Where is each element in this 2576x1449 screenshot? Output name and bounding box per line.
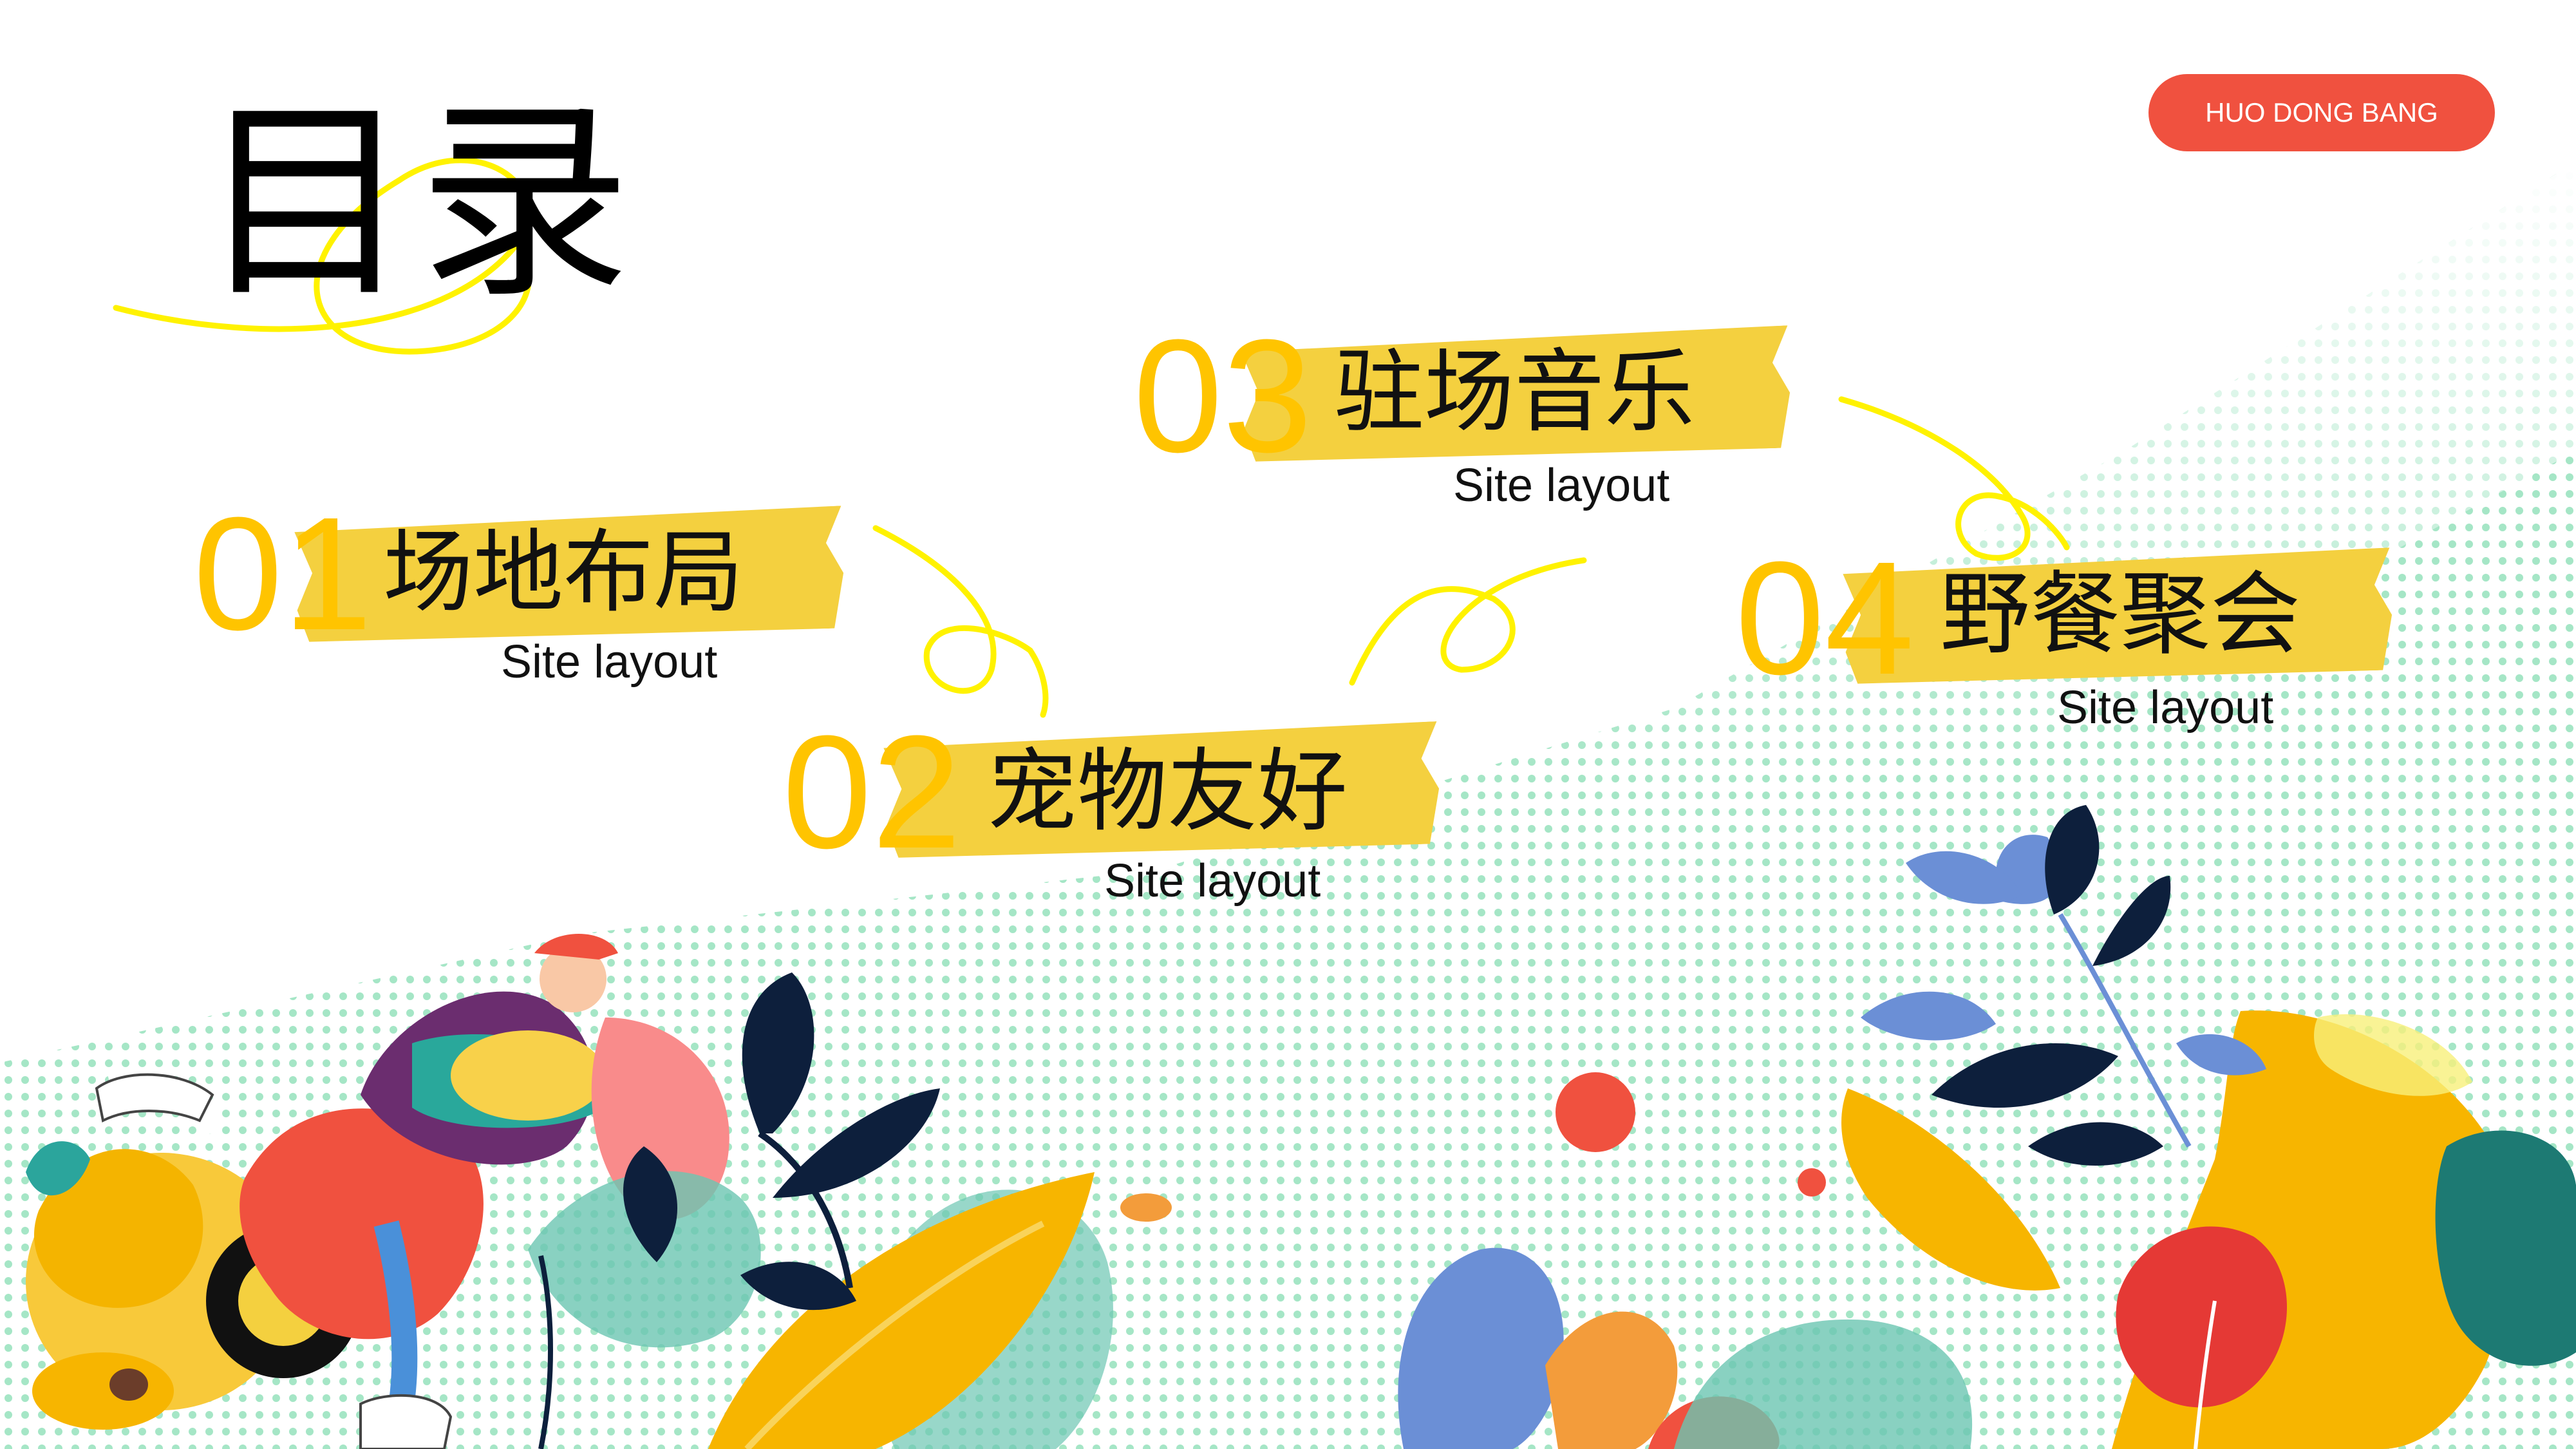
item-subtitle: Site layout xyxy=(1453,460,1670,511)
item-label: 野餐聚会 xyxy=(1940,562,2301,667)
left-illustration xyxy=(26,934,729,1449)
item-number: 03 xyxy=(1133,306,1313,486)
page-title: 目录 xyxy=(200,79,637,327)
middle-plants xyxy=(528,972,1172,1449)
toc-item-03[interactable]: 03 驻场音乐 Site layout xyxy=(1133,316,1816,522)
item-label: 驻场音乐 xyxy=(1334,340,1695,445)
yellow-doodles xyxy=(113,157,2070,718)
brand-badge-button[interactable]: HUO DONG BANG xyxy=(2148,74,2495,151)
right-plants xyxy=(1398,805,2576,1449)
toc-item-01[interactable]: 01 场地布局 Site layout xyxy=(193,489,876,696)
item-number: 01 xyxy=(193,484,373,663)
toc-item-04[interactable]: 04 野餐聚会 Site layout xyxy=(1735,538,2418,744)
toc-item-02[interactable]: 02 宠物友好 Site layout xyxy=(782,712,1465,918)
item-subtitle: Site layout xyxy=(501,636,718,688)
item-label: 宠物友好 xyxy=(987,739,1348,844)
item-number: 04 xyxy=(1735,528,1915,708)
item-subtitle: Site layout xyxy=(1104,855,1321,907)
item-subtitle: Site layout xyxy=(2057,682,2274,734)
item-number: 02 xyxy=(782,702,962,882)
item-label: 场地布局 xyxy=(383,520,744,625)
